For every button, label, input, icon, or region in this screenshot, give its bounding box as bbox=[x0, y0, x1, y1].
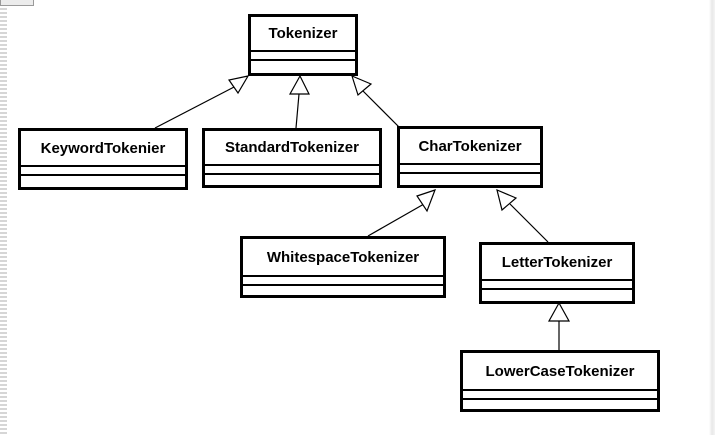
class-operations-compartment bbox=[243, 286, 443, 295]
inheritance-arrowhead bbox=[547, 301, 571, 322]
class-operations-compartment bbox=[251, 61, 355, 73]
class-whitespace-tokenizer[interactable]: WhitespaceTokenizer bbox=[240, 236, 446, 298]
class-operations-compartment bbox=[482, 290, 632, 301]
window-left-border bbox=[0, 0, 7, 435]
class-attributes-compartment bbox=[482, 281, 632, 290]
inheritance-line bbox=[295, 93, 300, 129]
class-name: LetterTokenizer bbox=[482, 245, 632, 281]
inheritance-line bbox=[154, 85, 237, 129]
inheritance-arrowhead bbox=[227, 75, 250, 95]
class-attributes-compartment bbox=[21, 167, 185, 176]
inheritance-arrowhead bbox=[496, 188, 518, 212]
class-char-tokenizer[interactable]: CharTokenizer bbox=[397, 126, 543, 188]
class-keyword-tokenier[interactable]: KeywordTokenier bbox=[18, 128, 188, 190]
inheritance-arrowhead bbox=[416, 189, 437, 213]
class-attributes-compartment bbox=[463, 391, 657, 400]
inheritance-line bbox=[367, 203, 425, 237]
class-attributes-compartment bbox=[400, 165, 540, 174]
class-lowercase-tokenizer[interactable]: LowerCaseTokenizer bbox=[460, 350, 660, 412]
class-letter-tokenizer[interactable]: LetterTokenizer bbox=[479, 242, 635, 304]
inheritance-line bbox=[362, 90, 401, 129]
window-right-border bbox=[709, 0, 715, 435]
class-name: CharTokenizer bbox=[400, 129, 540, 165]
class-name: LowerCaseTokenizer bbox=[463, 353, 657, 391]
class-name: WhitespaceTokenizer bbox=[243, 239, 443, 277]
class-operations-compartment bbox=[463, 400, 657, 409]
inheritance-arrowhead bbox=[288, 74, 310, 95]
class-attributes-compartment bbox=[243, 277, 443, 286]
inheritance-arrowhead bbox=[351, 74, 373, 97]
class-operations-compartment bbox=[400, 174, 540, 185]
class-standard-tokenizer[interactable]: StandardTokenizer bbox=[202, 128, 382, 188]
class-attributes-compartment bbox=[251, 52, 355, 61]
class-attributes-compartment bbox=[205, 166, 379, 175]
class-tokenizer[interactable]: Tokenizer bbox=[248, 14, 358, 76]
class-name: KeywordTokenier bbox=[21, 131, 185, 167]
class-operations-compartment bbox=[205, 175, 379, 185]
inheritance-line bbox=[509, 203, 549, 243]
class-name: Tokenizer bbox=[251, 17, 355, 52]
window-corner-tab bbox=[0, 0, 34, 6]
class-name: StandardTokenizer bbox=[205, 131, 379, 166]
class-operations-compartment bbox=[21, 176, 185, 187]
